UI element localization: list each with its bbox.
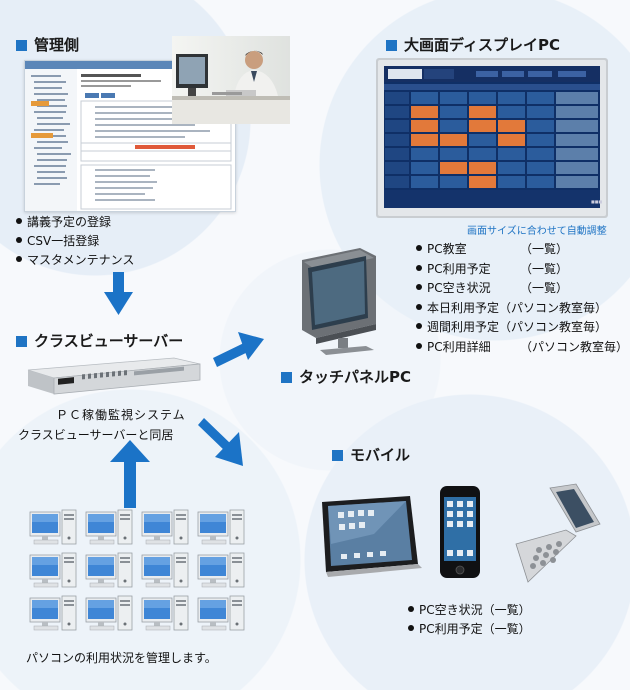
list-item: マスタメンテナンス [16, 251, 134, 270]
bullet-icon [408, 625, 414, 631]
client-pcs-svg [29, 509, 245, 631]
display-title: 大画面ディスプレイPC [404, 36, 560, 54]
desktop-pc-icon [141, 509, 189, 545]
desktop-pc-icon [85, 595, 133, 631]
smartphone-icon [440, 486, 480, 578]
office-photo [172, 36, 290, 124]
heading-square-icon [281, 372, 292, 383]
list-item: 講義予定の登録 [16, 213, 134, 232]
bullet-icon [416, 284, 422, 290]
server-title: クラスビューサーバー [34, 332, 184, 350]
touch-panel-svg [302, 248, 376, 355]
list-item-text: マスタメンテナンス [27, 253, 135, 267]
bullet-icon [408, 606, 414, 612]
list-item-label: PC利用予定 [427, 261, 491, 276]
mobile-title: モバイル [350, 446, 411, 464]
display-auto-adjust-note: 画面サイズに合わせて自動調整 [467, 226, 607, 237]
display-heading: 大画面ディスプレイPC [386, 34, 560, 55]
mobile-bullet-list: PC空き状況（一覧） PC利用予定（一覧） [408, 601, 531, 639]
desktop-pc-icon [197, 595, 245, 631]
arrow-up-right-icon [213, 332, 264, 367]
heading-square-icon [16, 336, 27, 347]
server-description-line2: クラスビューサーバーと同居 [18, 428, 174, 442]
server-heading: クラスビューサーバー [16, 330, 183, 351]
desktop-pc-icon [29, 552, 77, 588]
arrow-down-icon [104, 272, 133, 315]
desktop-pc-icon [141, 595, 189, 631]
admin-screen-svg [25, 61, 235, 211]
tablet-icon [322, 496, 422, 577]
admin-bullet-list: 講義予定の登録 CSV一括登録 マスタメンテナンス [16, 213, 134, 270]
list-item-detail: （一覧） [520, 242, 569, 256]
desktop-pc-icon [85, 509, 133, 545]
bullet-icon [416, 342, 422, 349]
list-item: PC利用詳細 （パソコン教室毎） [416, 338, 628, 358]
mobile-devices-image [314, 483, 604, 584]
clients-caption: パソコンの利用状況を管理します。 [26, 651, 217, 665]
list-item-text: PC利用予定（一覧） [419, 622, 531, 636]
arrow-down-right-icon [198, 418, 243, 466]
list-item-label: PC教室 [427, 242, 467, 256]
admin-heading: 管理側 [16, 34, 79, 55]
list-item: 週間利用予定（パソコン教室毎） [416, 318, 628, 338]
admin-title: 管理側 [34, 36, 80, 54]
list-item-label: 週間利用予定 [427, 320, 500, 334]
heading-square-icon [386, 40, 397, 51]
desktop-pc-icon [29, 595, 77, 631]
mobile-devices-svg [322, 483, 601, 583]
bullet-icon [416, 323, 422, 329]
list-item: PC空き状況 （一覧） [416, 279, 628, 299]
bullet-icon [16, 218, 22, 224]
list-item-detail: （一覧） [520, 261, 569, 276]
arrow-up-icon [110, 440, 150, 508]
list-item: 本日利用予定（パソコン教室毎） [416, 299, 628, 319]
desktop-pc-icon [85, 552, 133, 588]
list-item: CSV一括登録 [16, 232, 134, 251]
touch-panel-title: タッチパネルPC [299, 368, 412, 386]
list-item-detail: （パソコン教室毎） [499, 300, 608, 315]
list-item-label: PC利用詳細 [427, 339, 491, 354]
list-item-detail: （パソコン教室毎） [499, 320, 608, 334]
bullet-icon [416, 264, 422, 271]
list-item: PC空き状況（一覧） [408, 601, 531, 620]
desktop-pc-icon [29, 509, 77, 545]
bullet-icon [416, 245, 422, 251]
rack-server-image [24, 356, 202, 396]
touch-panel-image [286, 246, 382, 356]
list-item: PC教室 （一覧） [416, 240, 628, 260]
rack-server-svg [27, 357, 201, 395]
list-item: PC利用予定 （一覧） [416, 260, 628, 280]
server-description-line1: ＰＣ稼働監視システム [56, 408, 186, 422]
list-item-detail: （一覧） [520, 281, 569, 295]
flip-phone-icon [515, 483, 601, 583]
list-item-text: PC空き状況（一覧） [419, 603, 531, 617]
list-item: PC利用予定（一覧） [408, 620, 531, 639]
desktop-pc-icon [197, 509, 245, 545]
large-display-svg: ■■■ [376, 58, 608, 218]
office-photo-svg [172, 36, 290, 124]
heading-square-icon [16, 40, 27, 51]
list-item-text: CSV一括登録 [27, 234, 100, 248]
list-item-label: 本日利用予定 [427, 300, 500, 315]
display-feature-list: PC教室（一覧） PC利用予定（一覧） PC空き状況（一覧） 本日利用予定（パソ… [416, 240, 628, 357]
desktop-pc-icon [197, 552, 245, 588]
desktop-pc-icon [141, 552, 189, 588]
heading-square-icon [332, 450, 343, 461]
large-display-image: ■■■ [376, 58, 608, 218]
bullet-icon [16, 237, 22, 243]
client-pcs-image [26, 508, 256, 638]
touch-panel-heading: タッチパネルPC [281, 366, 411, 387]
list-item-label: PC空き状況 [427, 281, 491, 295]
list-item-detail: （パソコン教室毎） [520, 339, 629, 354]
bullet-icon [416, 303, 422, 310]
bullet-icon [16, 256, 22, 262]
svg-text:■■■: ■■■ [591, 199, 603, 204]
mobile-heading: モバイル [332, 444, 410, 465]
list-item-text: 講義予定の登録 [27, 215, 112, 229]
